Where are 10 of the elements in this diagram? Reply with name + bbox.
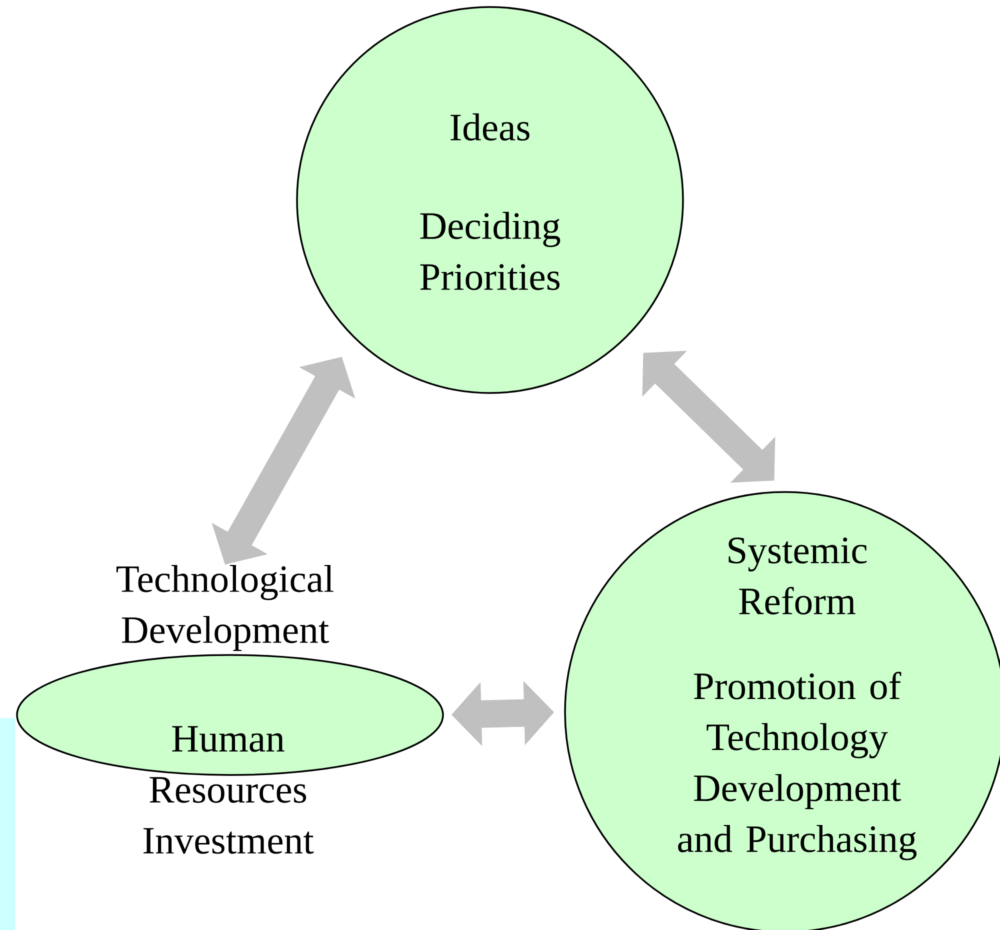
node-text: Deciding Priorities bbox=[420, 212, 560, 290]
node-text: Technological Development bbox=[116, 565, 334, 652]
side-bar bbox=[0, 718, 15, 930]
node-text: Human Resources Investment bbox=[144, 726, 314, 854]
node-text: Ideas bbox=[450, 113, 530, 141]
node-text: Systemic Reform bbox=[728, 538, 867, 614]
reform-circle bbox=[564, 491, 1000, 930]
oval-shape bbox=[16, 565, 444, 854]
idea-circle bbox=[296, 6, 684, 394]
node-text: Promotion of Technology Development and Purchasing bbox=[678, 672, 917, 860]
